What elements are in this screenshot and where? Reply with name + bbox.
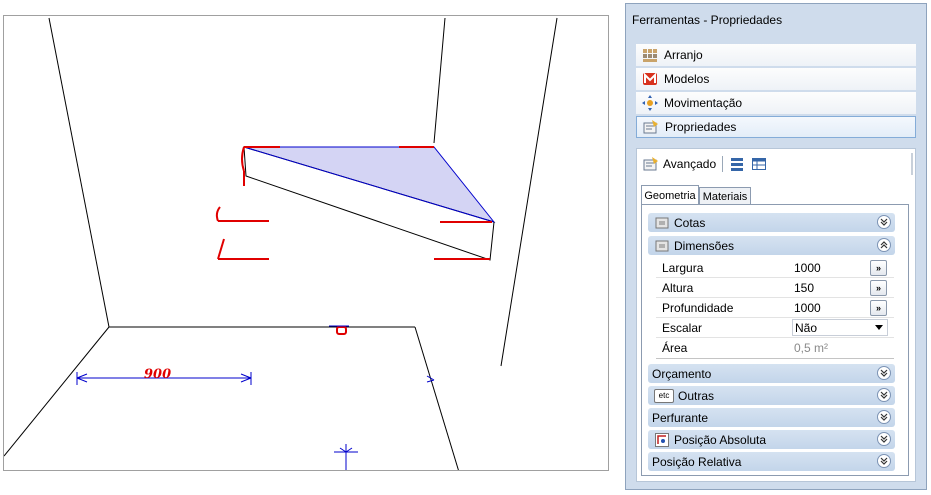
dimension-line [76, 372, 435, 470]
nav-item-arranjo[interactable]: Arranjo [636, 44, 916, 66]
scene-drawing: 900 [4, 17, 558, 470]
modelos-icon [642, 71, 658, 87]
largura-expand-button[interactable]: » [870, 259, 887, 276]
properties-panel: Avançado Geometria Materiais Cotas [636, 148, 916, 482]
escalar-select[interactable]: Não [792, 319, 888, 336]
section-label: Cotas [674, 215, 706, 230]
property-row-profundidade: Profundidade 1000 » [656, 298, 894, 317]
dimension-label: 900 [144, 367, 171, 382]
section-posicao-relativa[interactable]: Posição Relativa [648, 452, 895, 471]
tab-materiais[interactable]: Materiais [699, 187, 751, 205]
nav-item-modelos[interactable]: Modelos [636, 68, 916, 90]
property-name: Área [662, 340, 688, 355]
chevron-expand-icon[interactable] [877, 410, 891, 424]
section-label: Perfurante [652, 410, 709, 425]
toolbar-separator [722, 156, 724, 172]
row-divider [656, 317, 894, 318]
table-view-icon[interactable] [751, 156, 767, 172]
section-cotas[interactable]: Cotas [648, 213, 895, 232]
section-label: Outras [678, 388, 715, 403]
property-row-escalar: Escalar Não [656, 318, 894, 337]
row-divider [656, 297, 894, 298]
property-name: Altura [662, 280, 694, 295]
property-row-largura: Largura 1000 » [656, 258, 894, 277]
section-perfurante[interactable]: Perfurante [648, 408, 895, 427]
row-divider [656, 358, 894, 359]
chevron-expand-icon[interactable] [877, 366, 891, 380]
altura-input[interactable]: 150 [792, 279, 870, 296]
section-dimensoes[interactable]: Dimensões [648, 236, 895, 255]
chevron-expand-icon[interactable] [877, 432, 891, 446]
nav-item-label: Modelos [664, 72, 710, 86]
nav-item-label: Movimentação [664, 96, 743, 110]
3d-viewport[interactable]: 900 [3, 15, 609, 471]
profundidade-expand-button[interactable]: » [870, 299, 887, 316]
avancado-label[interactable]: Avançado [663, 157, 717, 171]
tab-geometria[interactable]: Geometria [641, 185, 699, 205]
propriedades-icon [643, 119, 659, 135]
property-name: Profundidade [662, 300, 734, 315]
arranjo-icon [642, 47, 658, 63]
etc-icon: etc [654, 388, 674, 403]
chevron-collapse-icon[interactable] [877, 238, 891, 252]
toolbar-scroll-indicator [911, 153, 913, 175]
profundidade-input[interactable]: 1000 [792, 299, 870, 316]
movimentacao-icon [642, 95, 658, 111]
altura-expand-button[interactable]: » [870, 279, 887, 296]
section-outras[interactable]: etc Outras [648, 386, 895, 405]
categorized-view-icon[interactable] [729, 156, 745, 172]
chevron-down-icon [875, 325, 883, 330]
nav-item-label: Arranjo [664, 48, 703, 62]
escalar-selected-value: Não [795, 320, 818, 335]
chevron-expand-icon[interactable] [877, 215, 891, 229]
section-label: Dimensões [674, 238, 735, 253]
panel-toolbar: Avançado [637, 149, 915, 179]
chevron-expand-icon[interactable] [877, 454, 891, 468]
tool-window-title: Ferramentas - Propriedades [632, 13, 783, 27]
section-label: Posição Absoluta [674, 432, 767, 447]
largura-input[interactable]: 1000 [792, 259, 870, 276]
selection-handles [215, 146, 492, 335]
section-orcamento[interactable]: Orçamento [648, 364, 895, 383]
dimensoes-icon [654, 238, 670, 254]
section-label: Posição Relativa [652, 454, 742, 469]
nav-item-label: Propriedades [665, 120, 737, 134]
nav-item-propriedades[interactable]: Propriedades [636, 116, 916, 138]
row-divider [656, 337, 894, 338]
nav-item-movimentacao[interactable]: Movimentação [636, 92, 916, 114]
cotas-icon [654, 215, 670, 231]
property-row-area: Área 0,5 m² [656, 338, 894, 357]
geometria-tab-content: Cotas Dimensões Largura 1000 » [641, 204, 909, 476]
property-name: Largura [662, 260, 704, 275]
chevron-expand-icon[interactable] [877, 388, 891, 402]
property-name: Escalar [662, 320, 703, 335]
avancado-icon[interactable] [643, 156, 659, 172]
posicao-absoluta-icon [654, 432, 670, 448]
section-posicao-absoluta[interactable]: Posição Absoluta [648, 430, 895, 449]
row-divider [656, 277, 894, 278]
section-label: Orçamento [652, 366, 712, 381]
properties-tool-window: Ferramentas - Propriedades Arranjo Model… [625, 3, 927, 490]
area-value: 0,5 m² [792, 339, 888, 356]
property-row-altura: Altura 150 » [656, 278, 894, 297]
